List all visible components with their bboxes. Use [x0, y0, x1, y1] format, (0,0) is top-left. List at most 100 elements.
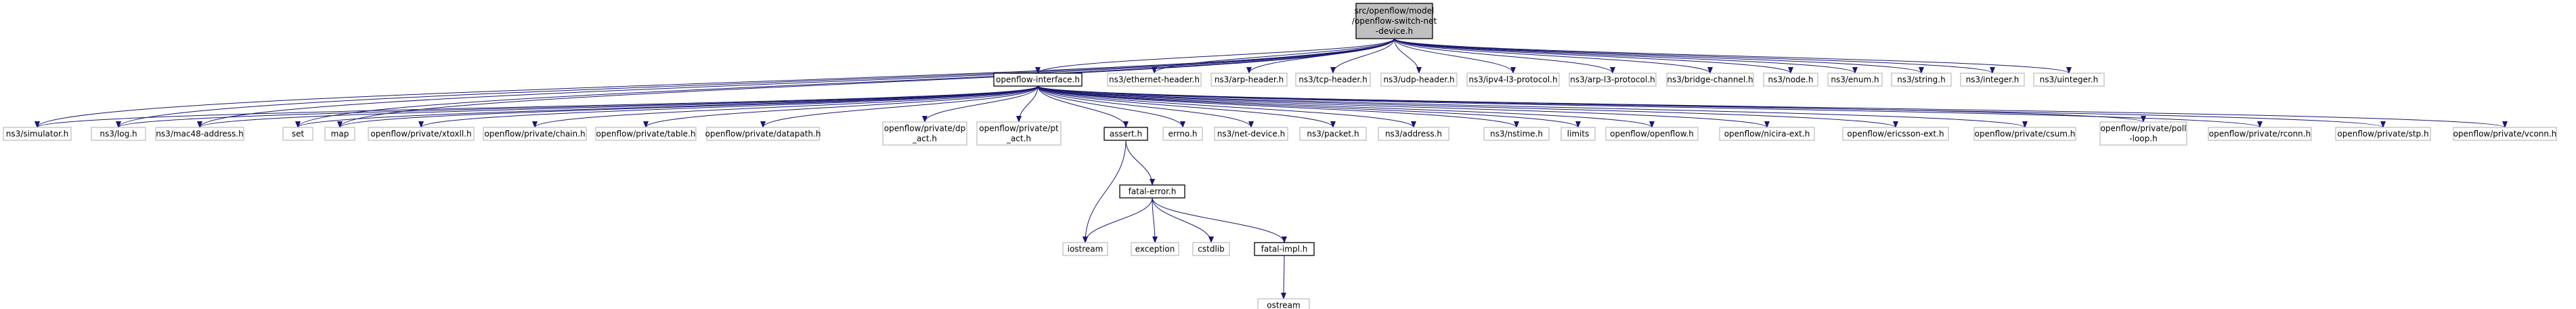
- node-box: [1062, 242, 1108, 256]
- node-chain: openflow/private/chain.h: [483, 127, 587, 141]
- node-box: [1378, 127, 1449, 141]
- node-enum: ns3/enum.h: [1827, 73, 1883, 87]
- node-box: [1763, 73, 1818, 87]
- node-mac48: ns3/mac48-address.h: [155, 127, 244, 141]
- node-label: ns3/simulator.h: [6, 129, 68, 139]
- edge-ofi-to-chain: [532, 85, 1039, 128]
- node-box: [1295, 73, 1371, 87]
- edge-root-to-uinteger: [1394, 38, 2072, 74]
- node-label: ns3/enum.h: [1831, 75, 1879, 85]
- edge-root-to-log: [116, 38, 1395, 128]
- node-label: openflow/private/dp: [884, 124, 965, 133]
- node-label: ns3/log.h: [100, 129, 137, 139]
- edge-ofi-to-errno: [1037, 85, 1185, 128]
- node-box: [1973, 127, 2076, 141]
- edge-ofi-to-nstime: [1037, 85, 1519, 128]
- edge-ofi-to-rconn: [1037, 85, 2263, 128]
- node-box: [1299, 127, 1367, 141]
- node-nstime: ns3/nstime.h: [1483, 127, 1550, 141]
- node-label: ostream: [1267, 301, 1300, 309]
- node-box: [1827, 73, 1883, 87]
- node-box: [2033, 73, 2105, 87]
- node-fatalimpl[interactable]: fatal-impl.h: [1254, 242, 1315, 256]
- node-label: openflow/private/csum.h: [1975, 129, 2076, 139]
- node-arp: ns3/arp-header.h: [1210, 73, 1288, 87]
- node-box: [1483, 127, 1550, 141]
- node-ipv4l3: ns3/ipv4-l3-protocol.h: [1466, 73, 1560, 87]
- node-label: ns3/bridge-channel.h: [1667, 75, 1753, 85]
- node-label: iostream: [1068, 245, 1104, 254]
- node-box: [1162, 127, 1203, 141]
- node-limits: limits: [1560, 127, 1596, 141]
- node-root[interactable]: src/openflow/model/openflow-switch-net-d…: [1352, 3, 1437, 39]
- node-box: [1380, 73, 1458, 87]
- edge-fatal-to-fatalimpl: [1152, 197, 1287, 243]
- node-label: openflow/ericsson-ext.h: [1847, 129, 1944, 139]
- node-label: openflow/private/chain.h: [484, 129, 585, 139]
- node-address: ns3/address.h: [1378, 127, 1449, 141]
- node-assert[interactable]: assert.h: [1104, 127, 1148, 141]
- node-ostream: ostream: [1257, 298, 1310, 309]
- edge-ofi-to-datapath: [760, 85, 1039, 128]
- edge-root-to-ofi: [1035, 38, 1395, 74]
- node-label: openflow/private/xtoxll.h: [370, 129, 471, 139]
- node-box: [1257, 298, 1310, 309]
- node-exception: exception: [1131, 242, 1179, 256]
- node-label: -device.h: [1376, 26, 1413, 36]
- edge-assert-to-fatal: [1125, 140, 1155, 186]
- node-csum: openflow/private/csum.h: [1973, 127, 2076, 141]
- edge-root-to-tcp: [1330, 38, 1395, 74]
- node-label: limits: [1567, 129, 1590, 139]
- node-label: fatal-error.h: [1129, 187, 1177, 197]
- node-box: [1719, 127, 1815, 141]
- edge-root-to-integer: [1394, 38, 1995, 74]
- node-cstdlib: cstdlib: [1192, 242, 1230, 256]
- node-udp: ns3/udp-header.h: [1380, 73, 1458, 87]
- node-label: ns3/uinteger.h: [2040, 75, 2098, 85]
- node-label: openflow/private/poll: [2101, 124, 2187, 133]
- node-label: _act.h: [1006, 134, 1031, 144]
- node-box: [1466, 73, 1560, 87]
- node-box: [1214, 127, 1288, 141]
- node-box: [2453, 127, 2557, 141]
- node-iostream: iostream: [1062, 242, 1108, 256]
- node-label: ns3/arp-l3-protocol.h: [1570, 75, 1655, 85]
- node-ericsson: openflow/ericsson-ext.h: [1842, 127, 1949, 141]
- node-set: set: [282, 127, 313, 141]
- node-fatal[interactable]: fatal-error.h: [1119, 184, 1185, 199]
- node-label: _act.h: [912, 134, 937, 144]
- node-label: openflow-interface.h: [996, 75, 1080, 85]
- node-box: [1131, 242, 1179, 256]
- edge-ofi-to-log: [116, 85, 1039, 128]
- node-label: ns3/udp-header.h: [1383, 75, 1454, 85]
- edge-ofi-to-ptact: [1016, 85, 1039, 123]
- edge-root-to-sim: [35, 38, 1395, 128]
- node-label: openflow/private/vconn.h: [2453, 129, 2557, 139]
- node-label: src/openflow/model: [1355, 6, 1435, 16]
- node-box: [1569, 73, 1657, 87]
- node-box: [706, 127, 820, 141]
- node-box: [2335, 127, 2431, 141]
- node-nicira: openflow/nicira-ext.h: [1719, 127, 1815, 141]
- node-ofi[interactable]: openflow-interface.h: [993, 73, 1083, 87]
- edge-ofi-to-xtoxll: [418, 85, 1039, 128]
- edge-root-to-bridge: [1394, 38, 1713, 74]
- node-label: ns3/mac48-address.h: [156, 129, 243, 139]
- node-box: [1192, 242, 1230, 256]
- edge-ofi-to-openflowh: [1037, 85, 1655, 128]
- node-eth: ns3/ethernet-header.h: [1107, 73, 1202, 87]
- node-node: ns3/node.h: [1763, 73, 1818, 87]
- node-box: [1355, 3, 1433, 39]
- edge-ofi-to-assert: [1037, 85, 1129, 128]
- node-tcp: ns3/tcp-header.h: [1295, 73, 1371, 87]
- node-label: ns3/nstime.h: [1490, 129, 1543, 139]
- node-box: [368, 127, 475, 141]
- node-table: openflow/private/table.h: [595, 127, 697, 141]
- node-box: [1210, 73, 1288, 87]
- node-box: [282, 127, 313, 141]
- node-box: [2208, 127, 2312, 141]
- node-box: [91, 127, 146, 141]
- node-label: -loop.h: [2129, 134, 2157, 144]
- node-box: [1119, 184, 1185, 199]
